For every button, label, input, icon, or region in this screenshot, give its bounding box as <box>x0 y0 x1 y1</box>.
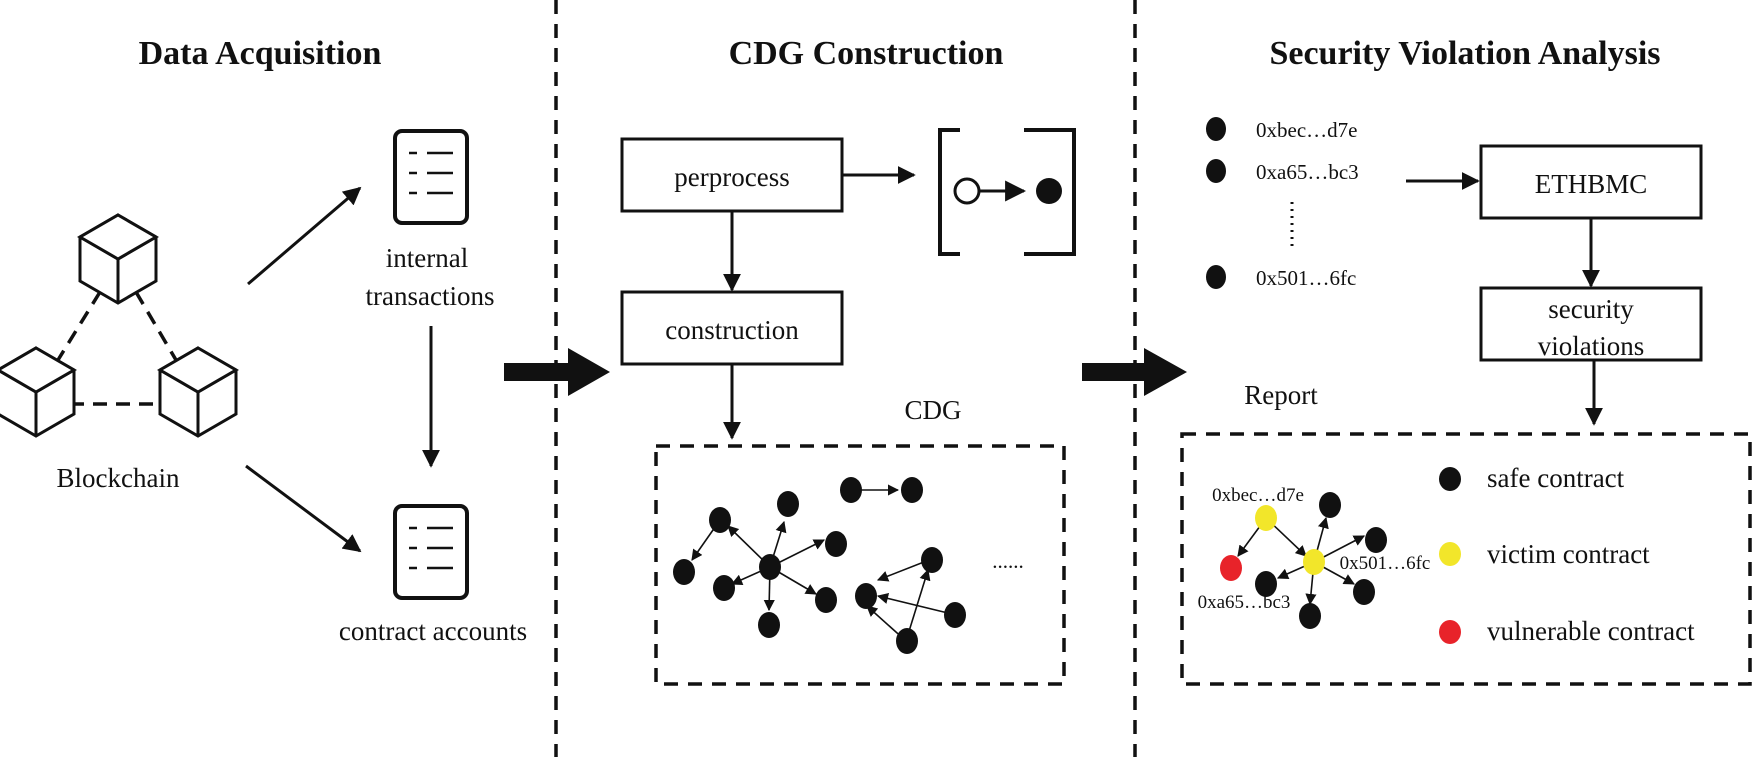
preprocess-label: perprocess <box>674 162 789 192</box>
cdg-graph <box>673 477 966 654</box>
big-arrow-construction-to-analysis <box>1082 348 1187 396</box>
section-title-construction: CDG Construction <box>729 35 1004 72</box>
report-legend: safe contract victim contract vulnerable… <box>1439 463 1695 646</box>
legend-vulnerable-dot <box>1439 620 1461 644</box>
internal-transactions-label-line2: transactions <box>366 281 495 311</box>
cdg-ellipsis: ...... <box>992 549 1024 573</box>
violations-label-line1: security <box>1548 294 1634 324</box>
cdg-label: CDG <box>904 395 961 425</box>
internal-transactions-doc-icon <box>393 129 469 225</box>
report-graph <box>1220 492 1387 629</box>
internal-transactions-label-line1: internal <box>386 243 468 273</box>
ethbmc-label: ETHBMC <box>1535 169 1648 199</box>
section-title-analysis: Security Violation Analysis <box>1269 35 1660 72</box>
legend-safe-dot <box>1439 467 1461 491</box>
legend-vulnerable-label: vulnerable contract <box>1487 616 1695 646</box>
contract-accounts-label: contract accounts <box>339 616 527 646</box>
cdg-graph-box <box>654 444 1066 686</box>
violations-label-line2: violations <box>1538 331 1645 361</box>
preprocess-box <box>620 137 844 213</box>
construction-label: construction <box>665 315 799 345</box>
legend-safe-label: safe contract <box>1487 463 1625 493</box>
blockchain-icon <box>0 213 238 438</box>
transform-icon <box>938 128 1076 256</box>
report-graph-label-top: 0xbec…d7e <box>1212 485 1304 506</box>
ethbmc-box <box>1479 144 1703 220</box>
address-list <box>1206 117 1294 289</box>
legend-victim-label: victim contract <box>1487 539 1650 569</box>
arrow-blockchain-to-contracts <box>245 464 362 553</box>
violations-box <box>1479 286 1703 362</box>
blockchain-label: Blockchain <box>57 463 180 493</box>
legend-victim-dot <box>1439 542 1461 566</box>
report-graph-label-right: 0x501…6fc <box>1340 553 1431 574</box>
section-title-acquisition: Data Acquisition <box>139 35 382 72</box>
report-label: Report <box>1244 380 1318 410</box>
address-item-2: 0xa65…bc3 <box>1256 160 1359 184</box>
construction-box <box>620 290 844 366</box>
address-item-3: 0x501…6fc <box>1256 266 1356 290</box>
address-item-1: 0xbec…d7e <box>1256 118 1357 142</box>
arrow-blockchain-to-internal <box>247 186 362 286</box>
report-graph-label-bottom: 0xa65…bc3 <box>1198 592 1291 613</box>
contract-accounts-doc-icon <box>393 504 469 600</box>
report-box <box>1180 432 1752 686</box>
big-arrow-acquisition-to-construction <box>504 348 610 396</box>
